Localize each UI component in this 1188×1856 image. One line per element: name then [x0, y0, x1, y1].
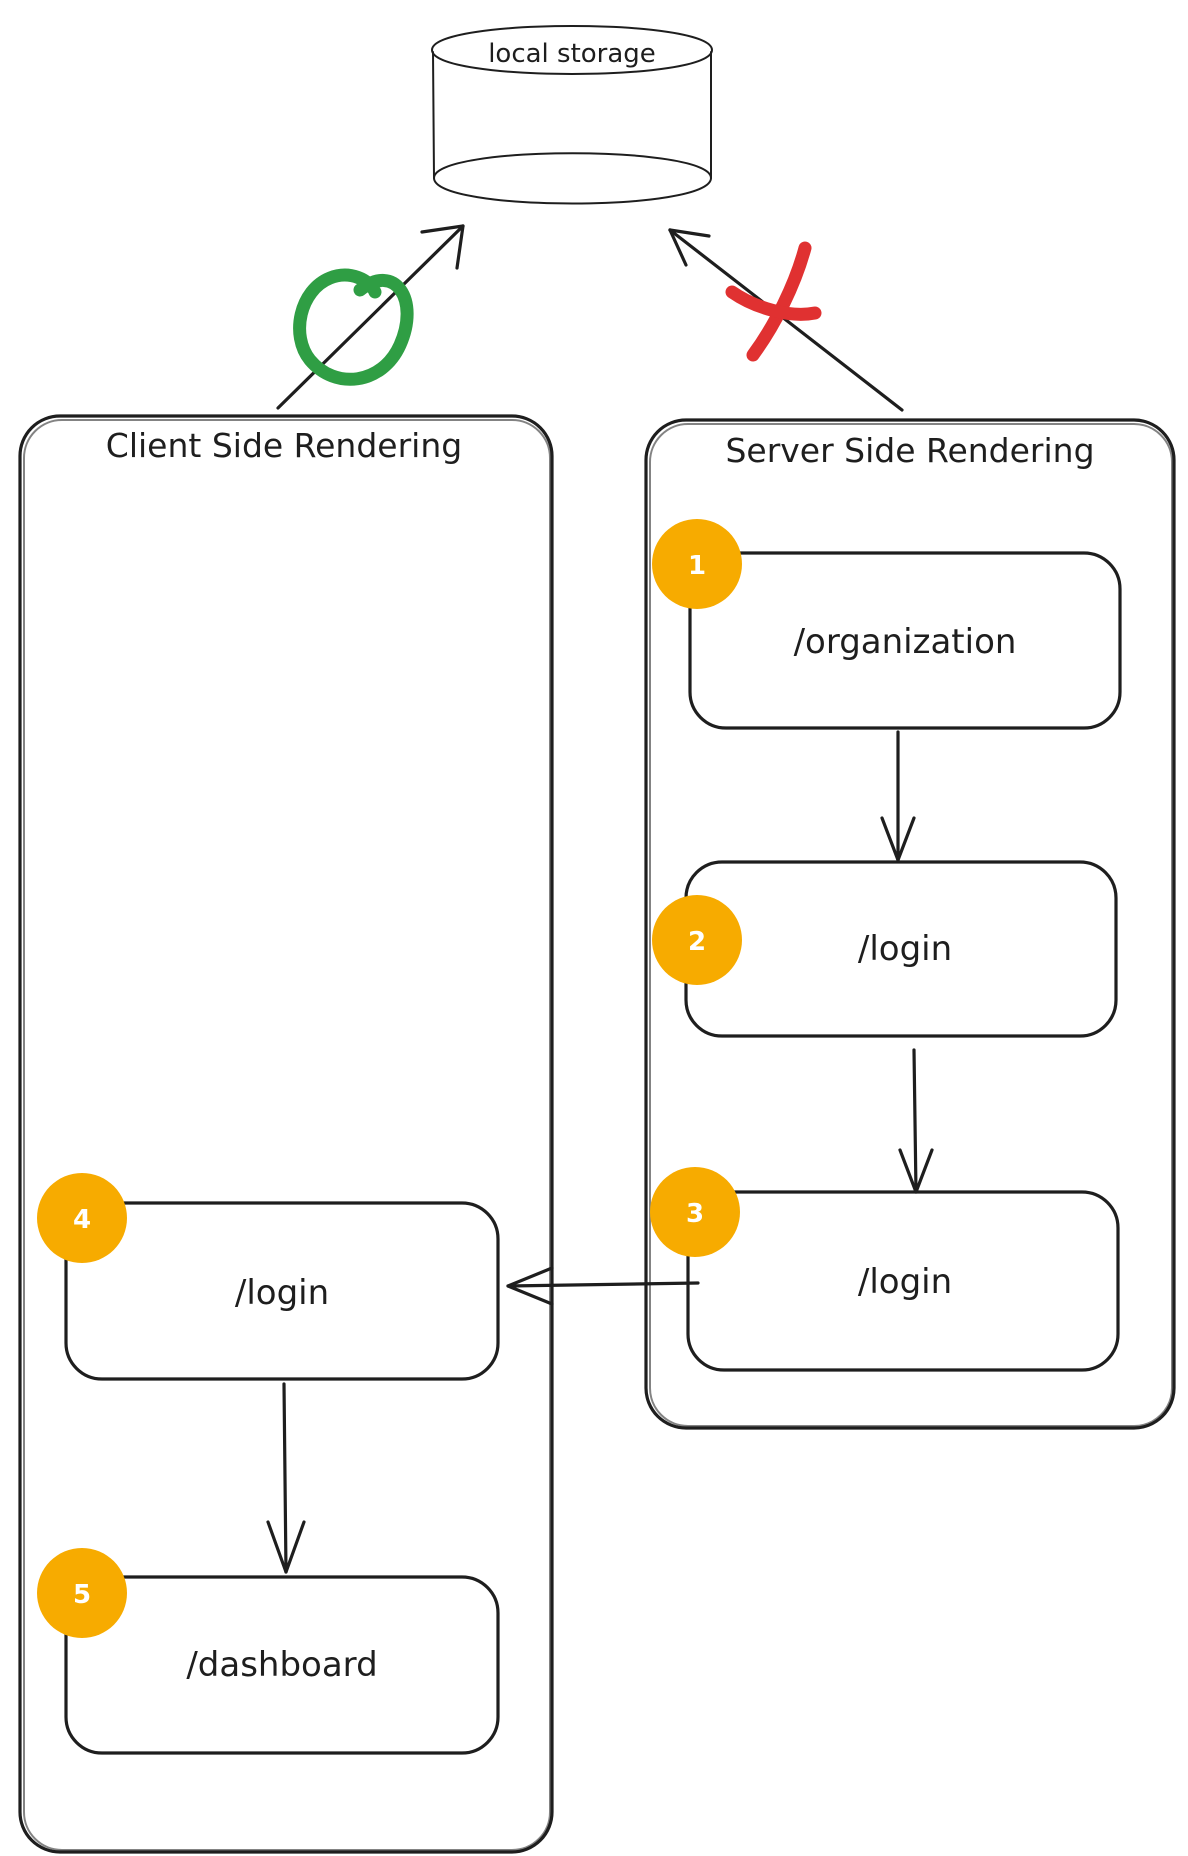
local-storage-label: local storage [488, 39, 656, 69]
arrow-login-to-login [898, 1048, 934, 1194]
step-badge-4: 4 [37, 1173, 127, 1263]
step-badge-3: 3 [650, 1167, 740, 1257]
step-badge-3-number: 3 [686, 1199, 704, 1229]
node-dashboard-label: /dashboard [186, 1645, 377, 1685]
step-badge-1: 1 [652, 519, 742, 609]
node-dashboard: /dashboard [64, 1575, 500, 1755]
node-ssr-login-first-label: /login [858, 929, 952, 969]
step-badge-4-number: 4 [73, 1205, 91, 1235]
node-ssr-login-first: /login [684, 860, 1118, 1038]
csr-panel: Client Side Rendering [18, 414, 554, 1854]
node-organization: /organization [688, 551, 1122, 730]
arrow-csr-login-to-dashboard [266, 1382, 306, 1574]
denied-cross-icon [725, 241, 822, 362]
ssr-panel-title: Server Side Rendering [725, 431, 1094, 470]
allowed-circle-icon [293, 268, 414, 386]
ssr-to-storage-arrow [668, 228, 904, 412]
local-storage-cylinder: local storage [431, 25, 713, 205]
node-ssr-login-second: /login [686, 1190, 1120, 1372]
csr-to-storage-arrow [276, 224, 465, 410]
step-badge-1-number: 1 [688, 551, 706, 581]
step-badge-5-number: 5 [73, 1580, 91, 1610]
ssr-panel: Server Side Rendering [644, 418, 1176, 1430]
step-badge-2: 2 [652, 895, 742, 985]
csr-panel-title: Client Side Rendering [106, 426, 462, 465]
node-csr-login: /login [64, 1201, 500, 1381]
node-csr-login-label: /login [235, 1273, 329, 1313]
arrow-ssr-to-csr-login [506, 1266, 700, 1306]
step-badge-2-number: 2 [688, 927, 706, 957]
node-ssr-login-second-label: /login [858, 1262, 952, 1302]
arrow-organization-to-login [880, 730, 916, 862]
node-organization-label: /organization [794, 622, 1017, 662]
step-badge-5: 5 [37, 1548, 127, 1638]
